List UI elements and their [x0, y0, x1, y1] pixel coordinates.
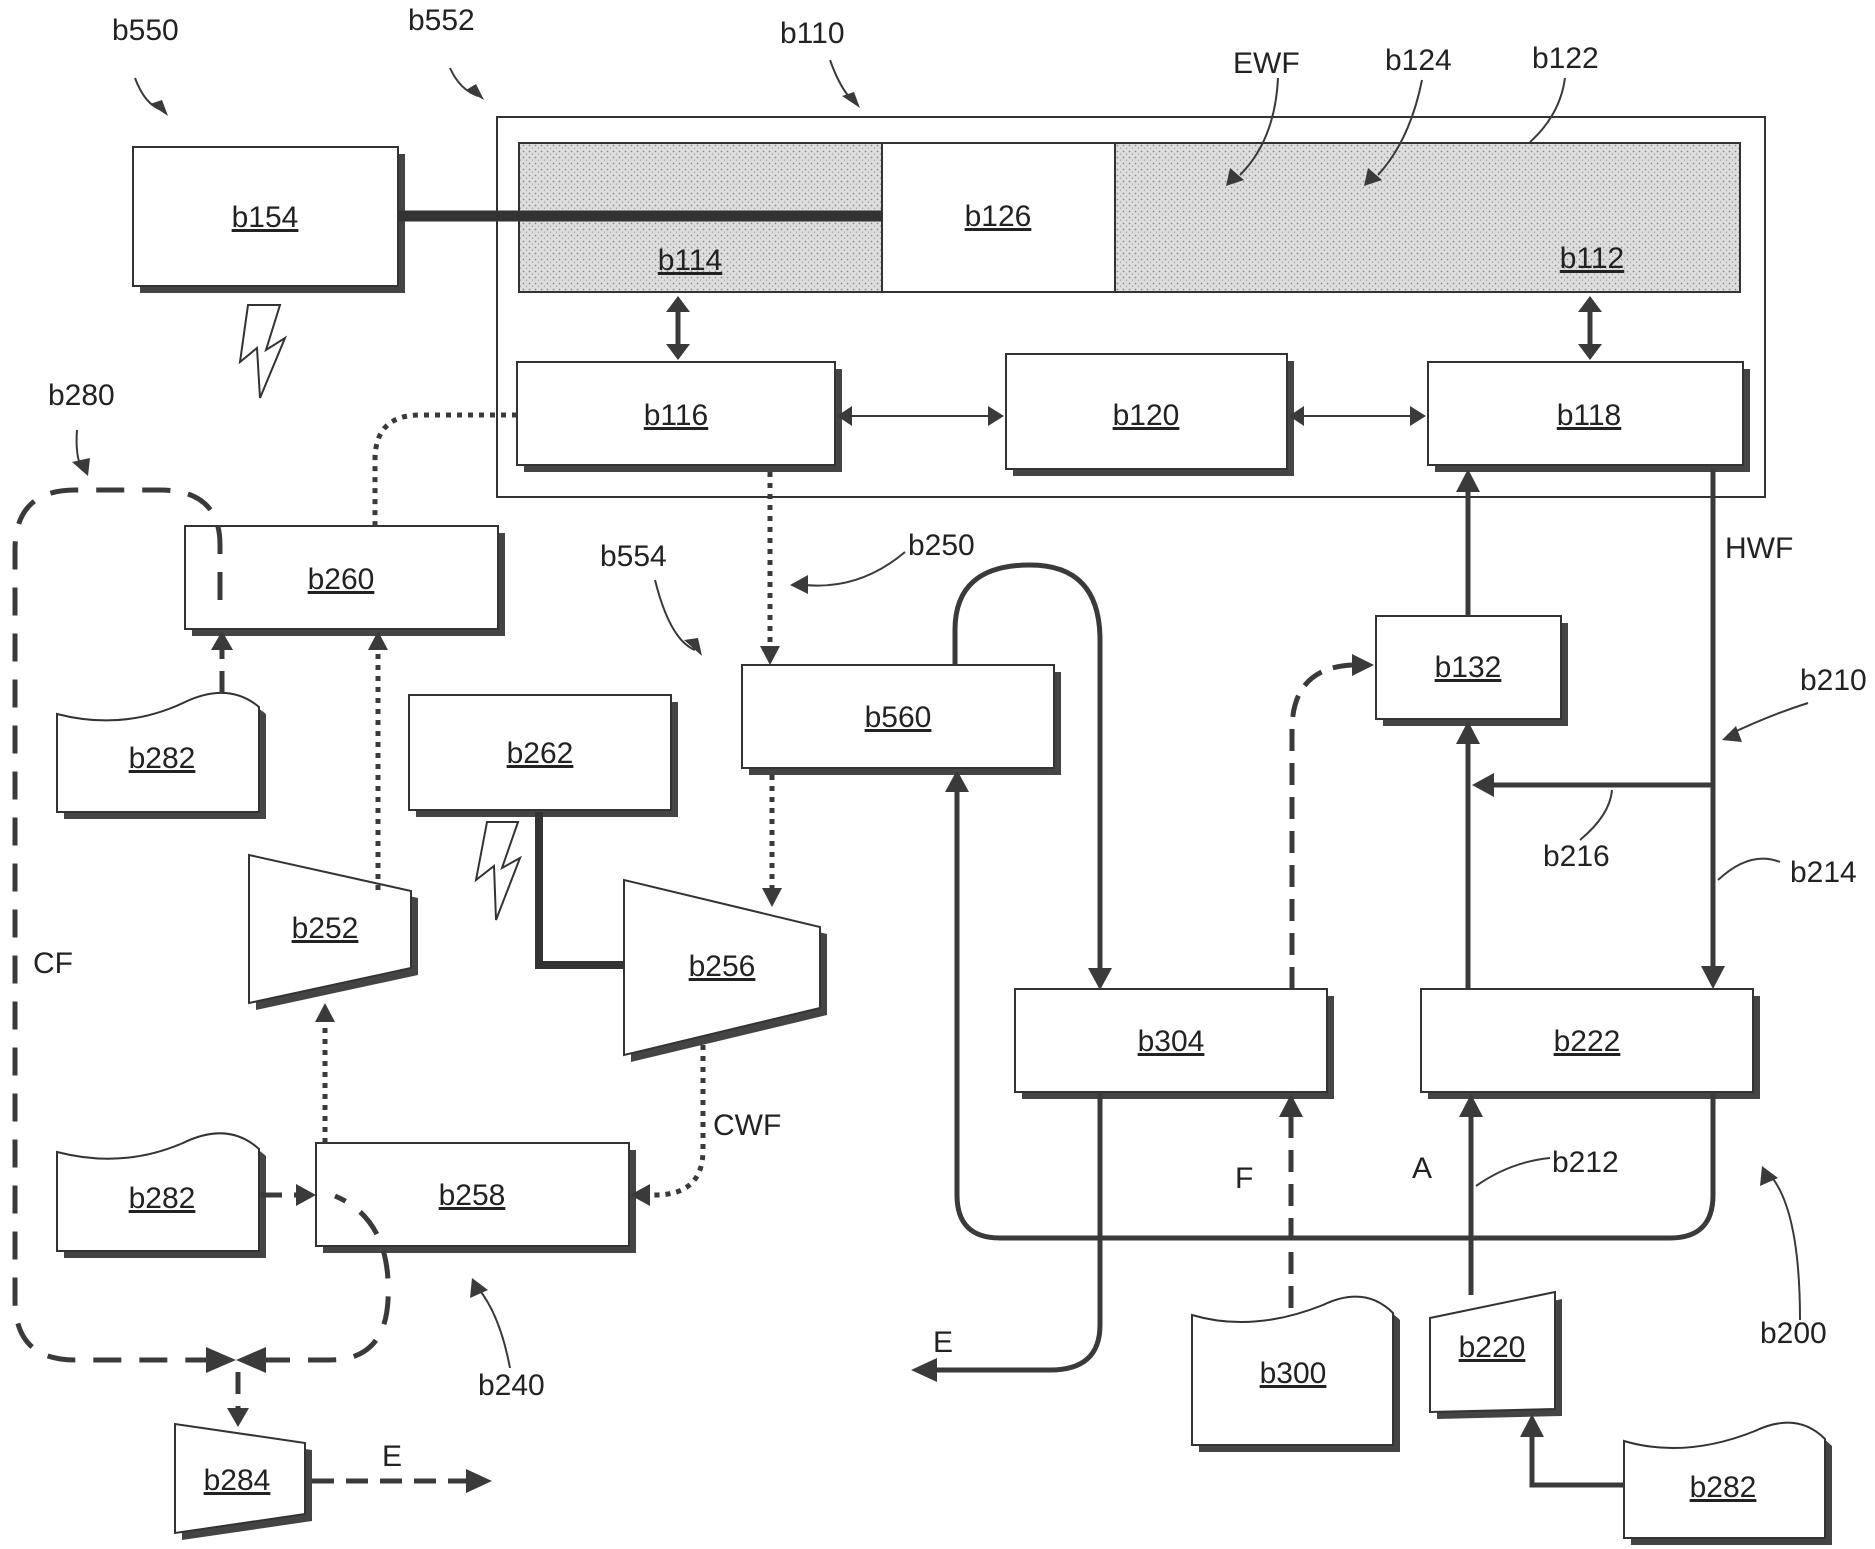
block-label-b112: b112 [1560, 242, 1625, 275]
arrowhead [296, 1184, 316, 1206]
leader-b122 [1530, 78, 1565, 142]
ref-label-b212: b212 [1552, 1146, 1619, 1179]
leader-b214 [1718, 859, 1780, 880]
arrowhead [1472, 773, 1494, 797]
flow-b304-to-b132 [1292, 665, 1352, 989]
ref-label-b550: b550 [112, 14, 179, 47]
block-label-b222: b222 [1554, 1025, 1621, 1058]
block-label-b116: b116 [644, 399, 709, 432]
stipple-right [1115, 143, 1740, 292]
arrowhead [842, 92, 860, 108]
block-label-b220: b220 [1459, 1331, 1526, 1364]
arrowhead [762, 888, 782, 907]
arrowhead [911, 1358, 937, 1382]
block-label-b132: b132 [1435, 651, 1502, 684]
ref-label-b552: b552 [408, 4, 475, 37]
flow-label-a: A [1412, 1152, 1432, 1185]
block-label-b282-top: b282 [129, 742, 196, 775]
arrowhead [1520, 1414, 1544, 1437]
leader-b240 [478, 1288, 510, 1368]
block-label-b256: b256 [689, 950, 756, 983]
valve-icon [206, 1347, 236, 1373]
flow-label-cwf: CWF [713, 1109, 781, 1142]
ref-label-b110: b110 [780, 17, 845, 50]
leader-b210 [1728, 703, 1808, 735]
ref-label-b250: b250 [908, 529, 975, 562]
leader-b212 [1476, 1158, 1550, 1186]
flow-label-e-outlet: E [382, 1440, 402, 1473]
lightning-bolt-icon [476, 822, 520, 920]
arrowhead [1722, 726, 1742, 742]
flow-label-hwf: HWF [1725, 532, 1793, 565]
lightning-bolt-icon [240, 305, 285, 398]
block-label-b260: b260 [308, 563, 375, 596]
block-label-b300: b300 [1260, 1357, 1327, 1390]
ref-label-b280: b280 [48, 379, 115, 412]
block-label-b284: b284 [204, 1464, 271, 1497]
flow-label-e-exhaust: E [933, 1326, 953, 1359]
ref-label-b240: b240 [478, 1369, 545, 1402]
arrow-b120-b118 [1289, 406, 1426, 426]
ref-label-b122: b122 [1532, 42, 1599, 75]
flow-label-f: F [1235, 1162, 1253, 1195]
leader-b216 [1580, 790, 1612, 840]
flow-label-cf: CF [33, 947, 73, 980]
arrowhead [150, 100, 168, 116]
ref-label-b200: b200 [1760, 1317, 1827, 1350]
block-label-b262: b262 [507, 737, 574, 770]
leader-b250 [805, 552, 905, 586]
arrowhead [1352, 654, 1374, 676]
block-label-b258: b258 [439, 1179, 506, 1212]
ref-label-ewf: EWF [1233, 47, 1300, 80]
arrowhead [315, 1003, 335, 1022]
block-label-b304: b304 [1138, 1025, 1205, 1058]
ref-label-b214: b214 [1790, 856, 1857, 889]
arrowhead [790, 575, 808, 594]
leader-b200 [1770, 1175, 1800, 1320]
arrowhead [1456, 469, 1480, 492]
arrowhead [760, 646, 780, 665]
ref-label-b554: b554 [600, 540, 667, 573]
flow-b282-to-b220 [1532, 1435, 1624, 1485]
arrowhead [227, 1408, 249, 1427]
arrowhead [466, 1469, 492, 1493]
ref-label-b216: b216 [1543, 840, 1610, 873]
block-label-b126: b126 [965, 200, 1032, 233]
ref-label-b210: b210 [1800, 664, 1867, 697]
arrow-b114-b116 [666, 296, 690, 360]
shaft-b262-b256 [539, 812, 624, 965]
block-label-b114: b114 [658, 244, 723, 277]
flow-b304-exhaust [935, 1092, 1100, 1370]
arrow-b112-b118 [1578, 296, 1602, 360]
block-label-b282-bot: b282 [1690, 1471, 1757, 1504]
arrowhead [1701, 966, 1725, 989]
flow-cwf-b256-to-b258 [646, 1045, 703, 1195]
arrow-b116-b120 [837, 406, 1004, 426]
arrowhead [470, 1278, 488, 1298]
block-label-b282-mid: b282 [129, 1182, 196, 1215]
flow-b116-to-b260 [375, 415, 517, 526]
arrowhead [684, 638, 702, 656]
block-label-b154: b154 [232, 201, 299, 234]
arrowhead [72, 458, 90, 476]
ref-label-b124: b124 [1385, 44, 1452, 77]
block-label-b120: b120 [1113, 399, 1180, 432]
block-label-b118: b118 [1557, 399, 1622, 432]
block-label-b560: b560 [865, 701, 932, 734]
arrowhead [1088, 968, 1112, 990]
valve-icon [236, 1347, 266, 1373]
block-label-b252: b252 [292, 912, 359, 945]
